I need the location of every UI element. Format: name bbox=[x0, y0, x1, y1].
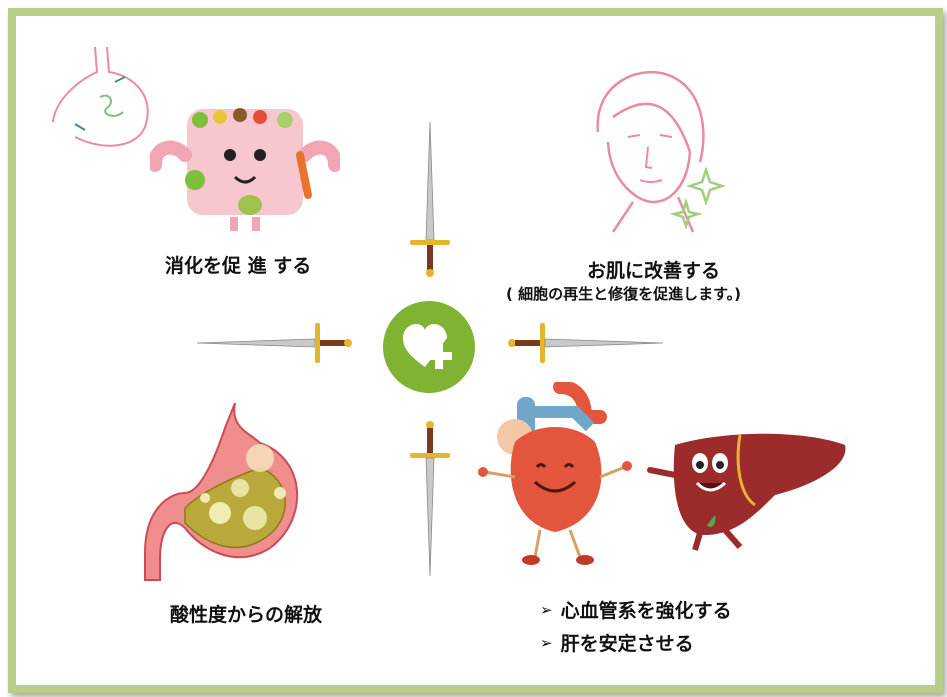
acidity-label: 酸性度からの解放 bbox=[170, 604, 323, 626]
benefit-bullets: ➢ 心血管系を強化する ➢ 肝を安定させる bbox=[540, 596, 732, 662]
sword-icon bbox=[410, 121, 450, 277]
heart-plus-icon bbox=[403, 324, 452, 369]
sword-icon bbox=[508, 323, 664, 363]
sword-icon bbox=[410, 421, 450, 577]
arrow-bullet-icon: ➢ bbox=[540, 633, 553, 652]
intestine-character-icon bbox=[150, 105, 340, 231]
face-skin-icon bbox=[596, 70, 726, 233]
skin-label: お肌に改善する bbox=[587, 260, 721, 282]
acid-stomach-icon bbox=[144, 402, 299, 581]
heart-character-icon bbox=[478, 382, 632, 565]
bullet-item: ➢ 心血管系を強化する bbox=[540, 596, 732, 623]
bullet-text: 心血管系を強化する bbox=[560, 600, 732, 622]
liver-character-icon bbox=[647, 433, 846, 551]
sword-icon bbox=[196, 323, 352, 363]
bullet-item: ➢ 肝を安定させる bbox=[540, 629, 732, 656]
page-frame bbox=[8, 8, 943, 693]
bullet-text: 肝を安定させる bbox=[560, 633, 694, 655]
stomach-outline-icon bbox=[52, 46, 149, 147]
skin-note: ( 細胞の再生と修復を促進します。) bbox=[506, 285, 741, 303]
arrow-bullet-icon: ➢ bbox=[540, 600, 553, 619]
digestion-label: 消化を促 進 する bbox=[165, 255, 312, 277]
center-badge bbox=[383, 301, 475, 393]
